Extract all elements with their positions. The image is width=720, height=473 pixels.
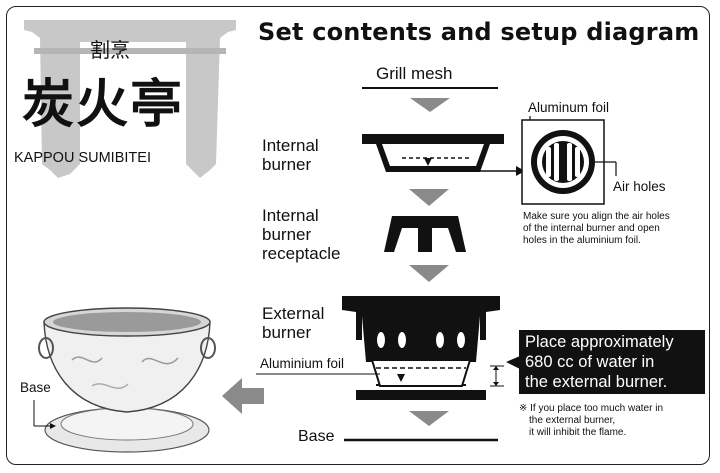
label-external-burner: External burner	[262, 304, 325, 342]
foil-leader-line	[256, 373, 380, 375]
down-arrow-2	[409, 189, 449, 206]
brand-kanji-main: 炭火亭	[22, 74, 185, 135]
down-arrow-3	[409, 265, 449, 282]
page-title: Set contents and setup diagram	[258, 18, 700, 46]
brand-banner	[24, 20, 236, 178]
alignment-note: Make sure you align the air holes of the…	[523, 211, 670, 246]
callout-pointer	[506, 356, 520, 369]
label-base-bottom: Base	[298, 428, 335, 445]
diagram-frame	[6, 6, 710, 465]
external-burner-shape	[342, 296, 504, 400]
label-air-holes: Air holes	[613, 179, 666, 194]
label-aluminium-foil: Aluminium foil	[260, 356, 345, 371]
brand-english: KAPPOU SUMIBITEI	[14, 150, 151, 166]
grill-mesh-shape	[362, 87, 498, 112]
water-callout: Place approximately 680 cc of water in t…	[519, 330, 705, 394]
detail-pointer-arrow	[430, 166, 525, 176]
assembly-arrow-icon	[222, 378, 264, 414]
base-line	[344, 438, 498, 442]
down-arrow-4	[409, 411, 449, 426]
receptacle-shape	[384, 216, 466, 252]
water-warning: ※ If you place too much water in the ext…	[519, 403, 664, 438]
label-base-left: Base	[20, 380, 51, 395]
air-holes-detail	[521, 116, 617, 205]
label-receptacle: Internal burner receptacle	[262, 206, 341, 263]
internal-burner-shape	[362, 134, 504, 172]
label-aluminum-foil-detail: Aluminum foil	[528, 100, 610, 115]
label-grill-mesh: Grill mesh	[376, 64, 453, 83]
base-leader-line	[33, 400, 56, 429]
assembled-bowl-illustration	[38, 307, 216, 453]
brand-kanji-small: 割烹	[90, 38, 130, 62]
label-internal-burner: Internal burner	[262, 136, 319, 174]
